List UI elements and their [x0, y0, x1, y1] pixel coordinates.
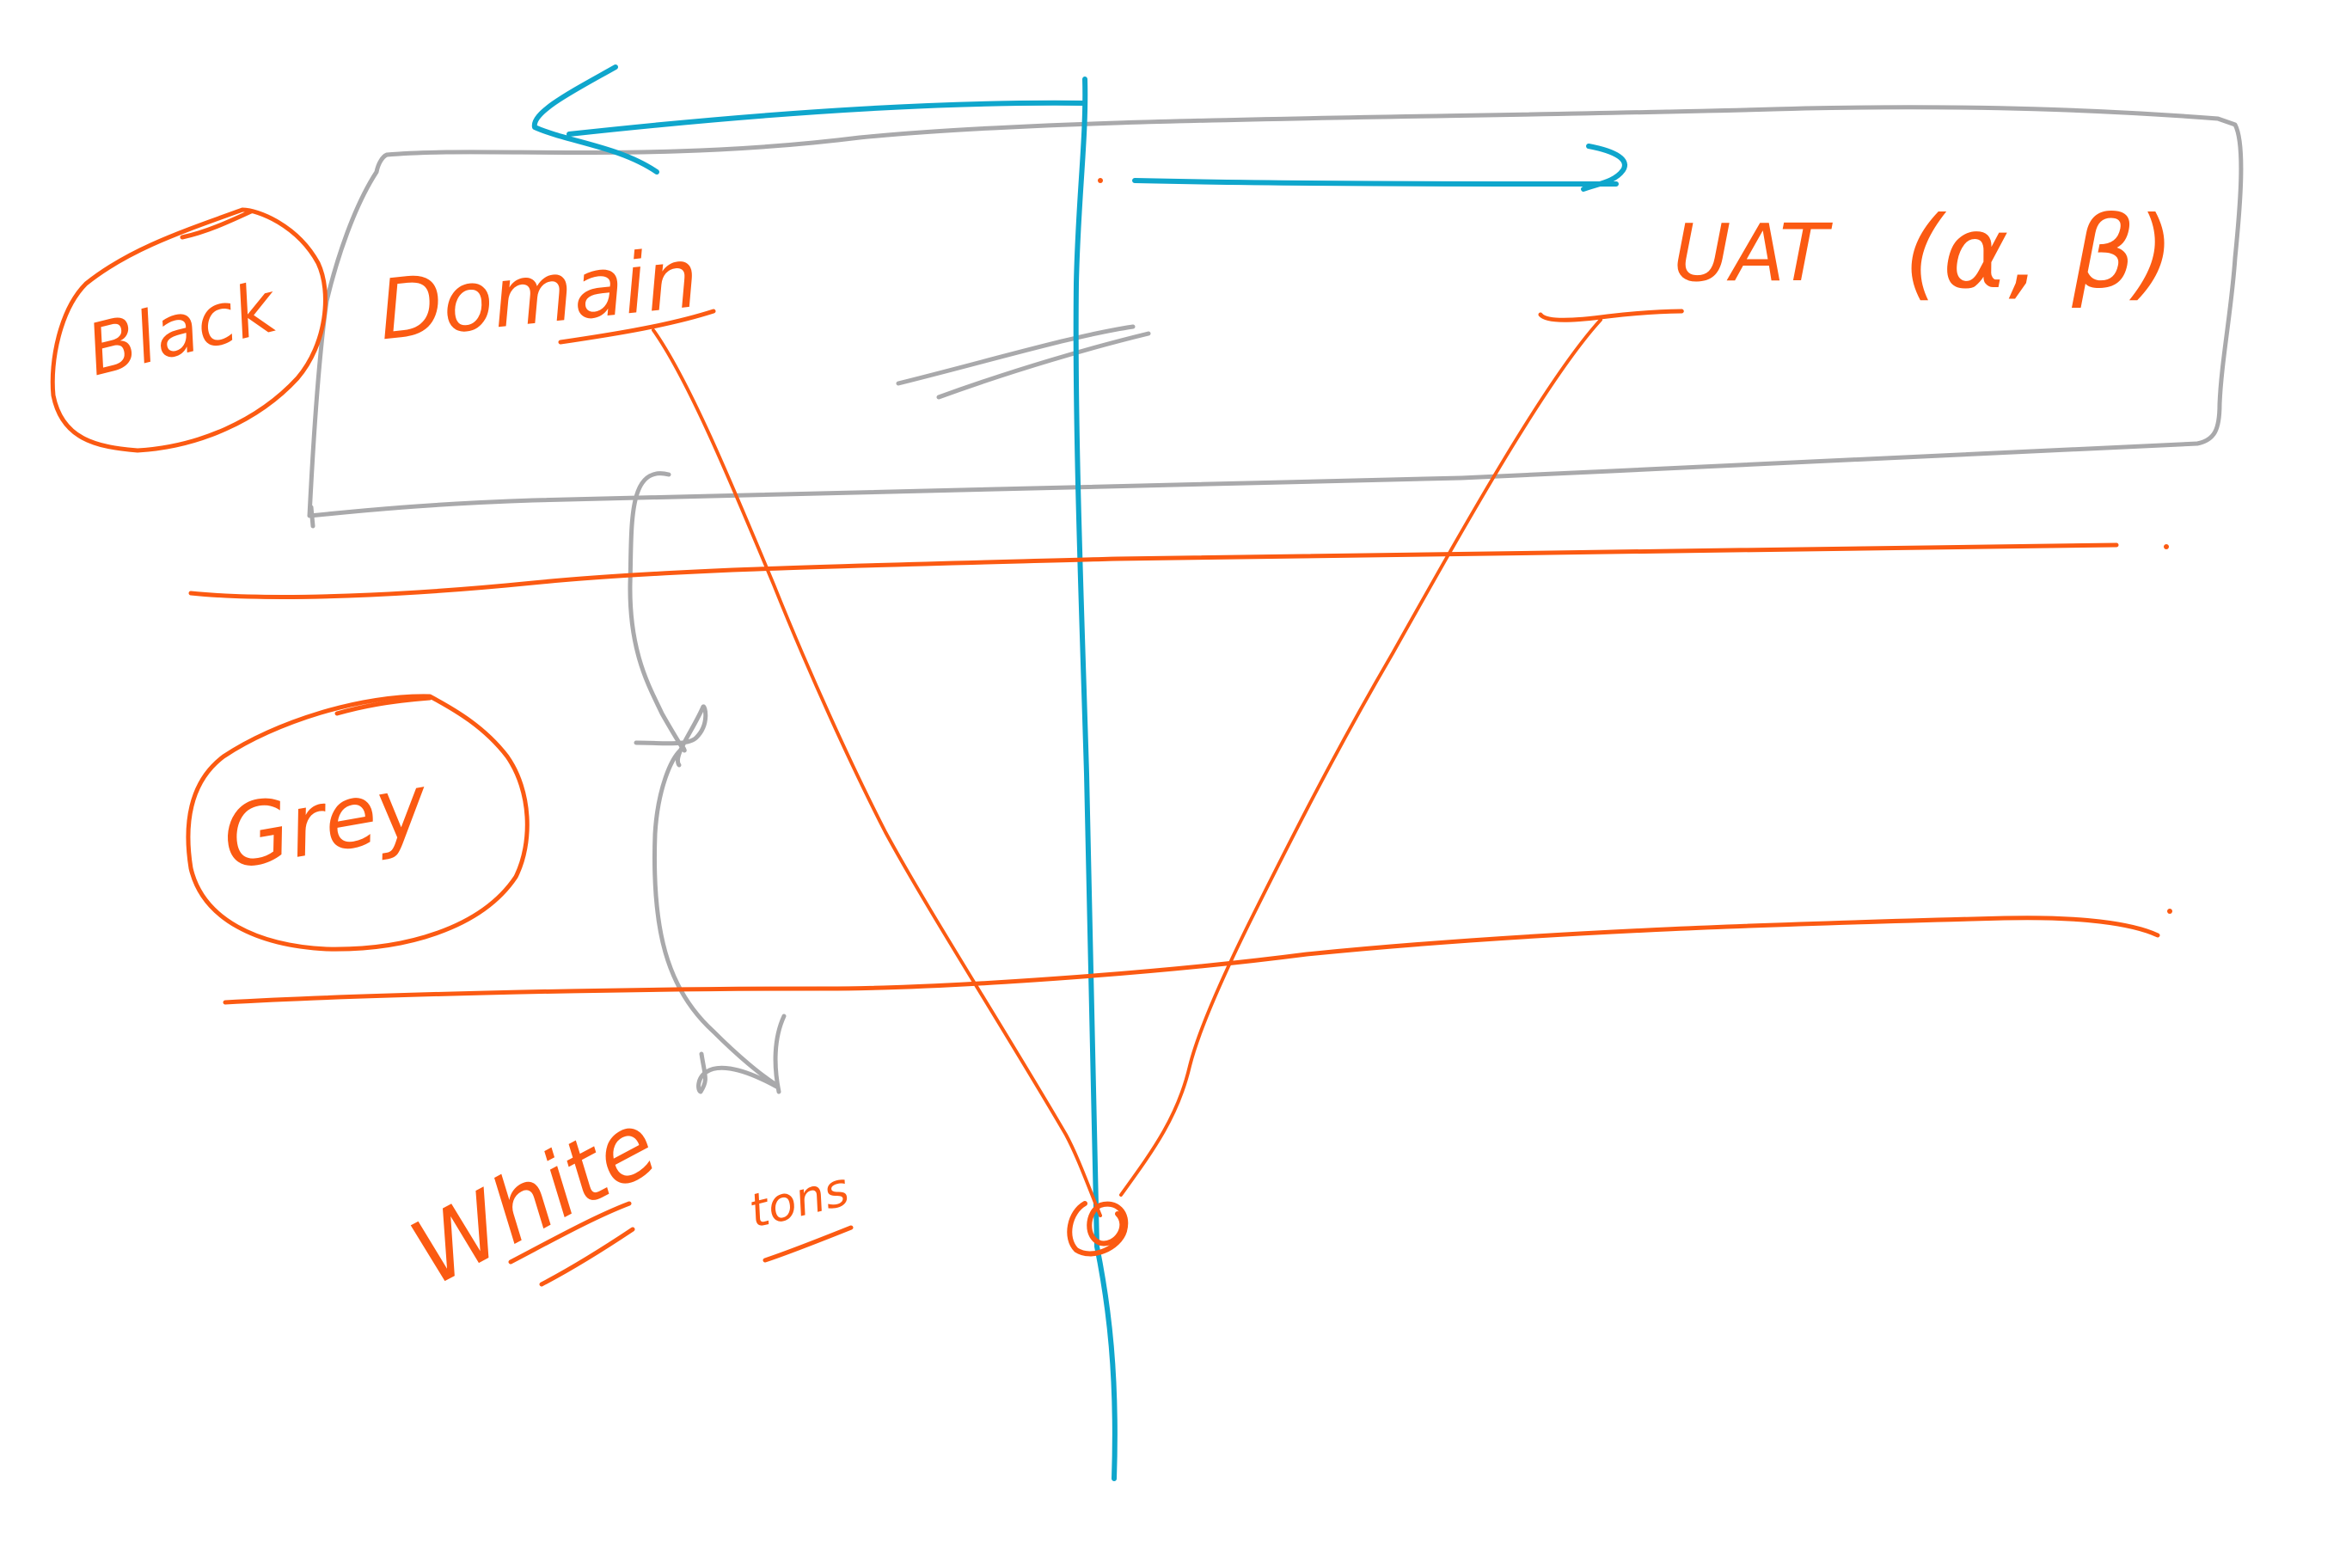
- double-slash-mark-2: [936, 331, 1151, 400]
- vertex-scribble: [1067, 1201, 1129, 1257]
- uat-label: UAT: [1673, 207, 1834, 299]
- orange-strokes: Black Domain UAT (α, β) Grey White tons: [50, 178, 2175, 1306]
- grey-circle-flick: [334, 695, 432, 716]
- black-label-handwriting: Black: [79, 266, 287, 393]
- left-arrow-head: [531, 64, 659, 175]
- black-circle-flick: [180, 209, 254, 240]
- grey-label: Grey: [215, 754, 437, 889]
- domain-label: Domain: [374, 230, 702, 358]
- uat-underline: [1538, 309, 1684, 322]
- domain-underline: [558, 309, 716, 345]
- stray-dot-3: [2167, 909, 2172, 914]
- flow-arrow-head: [696, 1014, 787, 1094]
- band-line-lower: [223, 916, 2160, 1005]
- black-label: Black: [79, 266, 287, 393]
- left-arrow: [567, 100, 1087, 137]
- grey-circle-outline: [186, 694, 530, 952]
- box-outline: [307, 105, 2244, 518]
- tons-underline: [763, 1225, 854, 1263]
- box-corner-stub: [309, 505, 315, 529]
- white-underline-2: [539, 1227, 635, 1287]
- uat-params-label: (α, β): [1904, 195, 2175, 311]
- v-line-right: [1119, 318, 1602, 1197]
- band-line-upper: [188, 542, 2119, 599]
- v-line-left: [652, 328, 1102, 1217]
- right-arrow: [1132, 178, 1619, 187]
- vertical-axis: [1073, 77, 1118, 1481]
- white-label: White: [395, 1091, 673, 1306]
- blue-strokes: [531, 64, 1627, 1481]
- double-slash-mark-1: [896, 324, 1136, 386]
- stray-dot-1: [1098, 178, 1103, 183]
- stray-dot-2: [2164, 544, 2169, 549]
- black-circle-outline: [50, 207, 328, 453]
- flow-arrow-knot: [634, 704, 708, 768]
- white-underline-1: [508, 1201, 632, 1265]
- tons-label: tons: [744, 1161, 854, 1238]
- right-arrow-head: [1581, 144, 1627, 192]
